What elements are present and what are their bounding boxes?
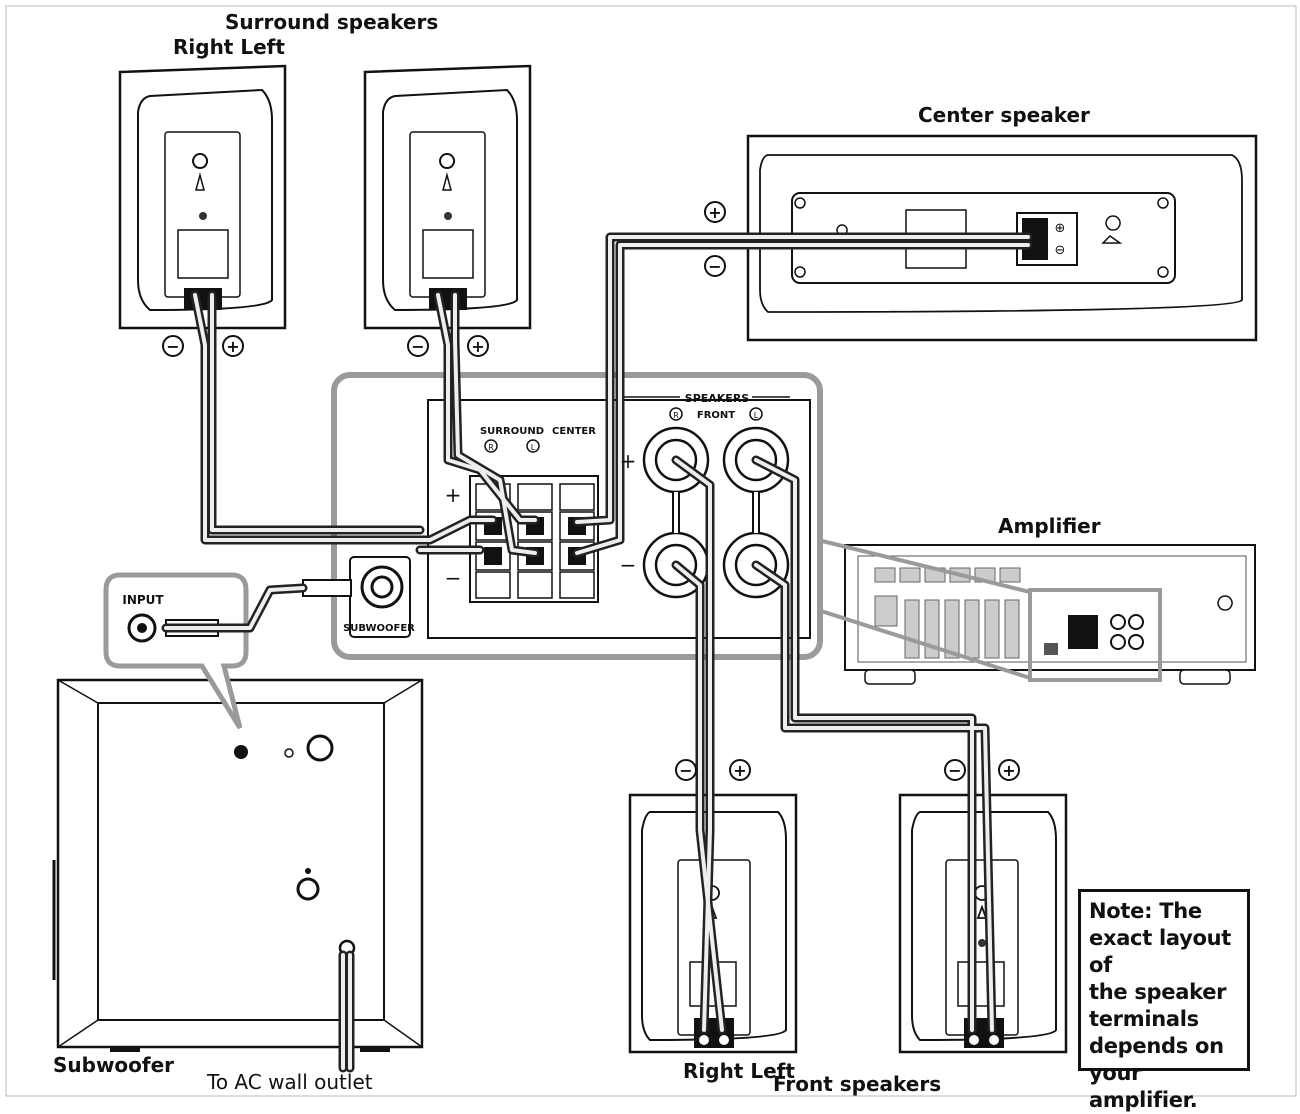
- surround-speakers-label: Surround speakers: [225, 10, 439, 34]
- svg-text:⊖: ⊖: [1055, 243, 1066, 258]
- minus-sign: −: [445, 566, 462, 590]
- channel-l: L: [754, 411, 759, 420]
- front-speakers-label: Front speakers: [773, 1072, 942, 1096]
- terminal-panel: [331, 372, 823, 660]
- minus-sign: −: [948, 761, 961, 780]
- amplifier-label: Amplifier: [998, 514, 1101, 538]
- minus-sign: −: [166, 337, 179, 356]
- channel-r: R: [673, 411, 679, 420]
- front-left-speaker: [898, 793, 1068, 1054]
- plus-sign: +: [708, 203, 721, 222]
- channel-l: L: [531, 443, 536, 452]
- subwoofer-jack-label: SUBWOOFER: [343, 623, 415, 634]
- front-right-left-label: Right Left: [683, 1059, 795, 1083]
- minus-sign: −: [708, 257, 721, 276]
- plus-sign: +: [733, 761, 746, 780]
- surround-right-speaker: [118, 64, 287, 330]
- subwoofer-unit: [52, 678, 424, 1052]
- channel-r: R: [488, 443, 494, 452]
- svg-text:⊕: ⊕: [1055, 221, 1066, 236]
- note-text: Note: The exact layout of the speaker te…: [1089, 899, 1231, 1112]
- front-label: FRONT: [697, 410, 735, 421]
- plus-sign: +: [1002, 761, 1015, 780]
- input-label: INPUT: [122, 593, 164, 607]
- plus-sign: +: [471, 337, 484, 356]
- plus-sign: +: [226, 337, 239, 356]
- ac-outlet-label: To AC wall outlet: [207, 1070, 373, 1094]
- minus-sign: −: [679, 761, 692, 780]
- surround-label: SURROUND: [480, 426, 544, 437]
- center-speaker-label: Center speaker: [918, 103, 1090, 127]
- subwoofer-label: Subwoofer: [53, 1053, 175, 1077]
- note-box: Note: The exact layout of the speaker te…: [1078, 889, 1250, 1112]
- speaker-cables: [161, 232, 1033, 1073]
- polarity-markers: [162, 201, 1020, 781]
- speakers-label: SPEAKERS: [685, 392, 750, 405]
- page-frame: [5, 5, 1297, 1097]
- minus-sign: −: [620, 553, 637, 577]
- plus-sign: +: [445, 483, 462, 507]
- surround-right-left-label: Right Left: [173, 35, 285, 59]
- amplifier-unit: [844, 544, 1256, 685]
- zoom-connector: [817, 538, 1031, 680]
- center-label: CENTER: [552, 426, 596, 437]
- surround-left-speaker: [363, 64, 532, 330]
- plus-sign: +: [620, 449, 637, 473]
- minus-sign: −: [411, 337, 424, 356]
